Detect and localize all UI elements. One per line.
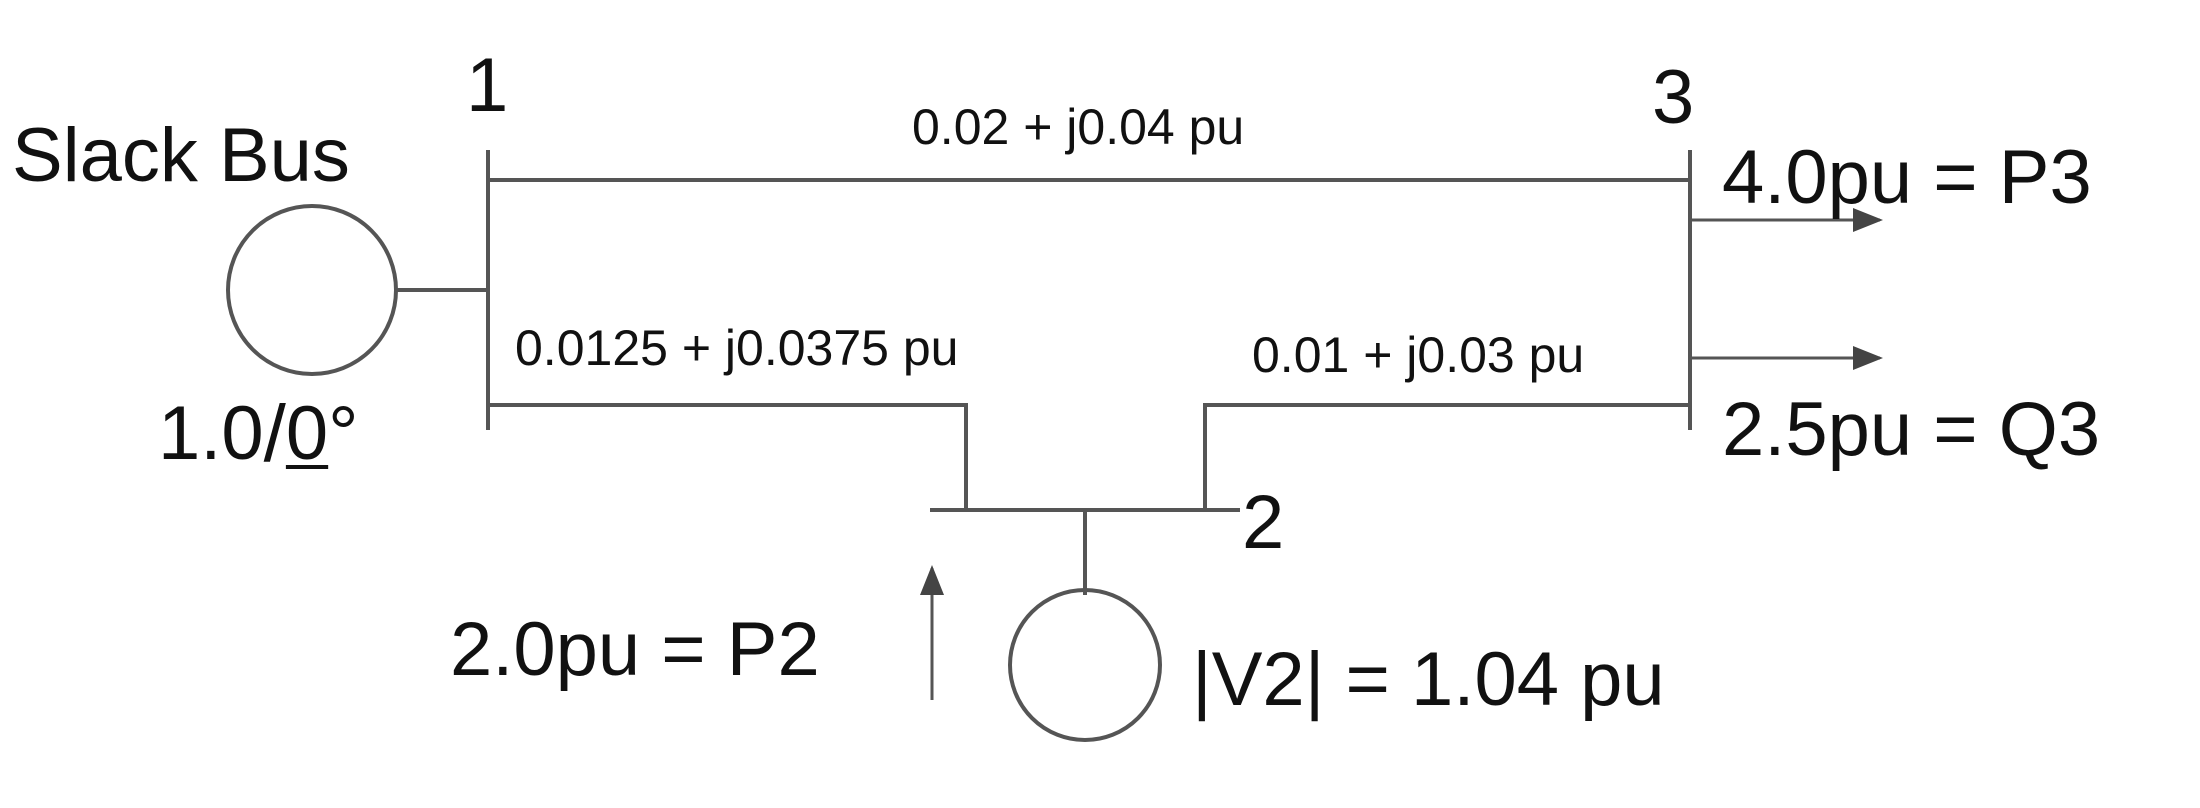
- bus-3-number: 3: [1652, 55, 1695, 140]
- gen2-v-label: |V2| = 1.04 pu: [1192, 637, 1665, 722]
- line-1-2-impedance: 0.0125 + j0.0375 pu: [515, 320, 959, 376]
- slack-voltage-magnitude: 1.0: [158, 391, 264, 476]
- line-1-2: [488, 403, 968, 510]
- gen2-p-label: 2.0pu = P2: [450, 607, 820, 692]
- bus-1-number: 1: [466, 43, 509, 128]
- slack-generator-circle: [226, 204, 398, 376]
- gen2-circle: [1008, 588, 1162, 742]
- line-1-3-impedance: 0.02 + j0.04 pu: [912, 99, 1245, 155]
- line-2-3: [1203, 403, 1690, 510]
- line-2-3-impedance: 0.01 + j0.03 pu: [1252, 327, 1585, 383]
- slack-voltage-angle: 0: [285, 391, 329, 476]
- slack-voltage: 1.0/0°: [158, 389, 359, 478]
- load-q3-label: 2.5pu = Q3: [1722, 387, 2101, 472]
- slack-bus-label: Slack Bus: [12, 113, 350, 198]
- bus-2-number: 2: [1242, 480, 1285, 565]
- load-p3-label: 4.0pu = P3: [1722, 135, 2092, 220]
- degree-symbol: °: [328, 391, 359, 476]
